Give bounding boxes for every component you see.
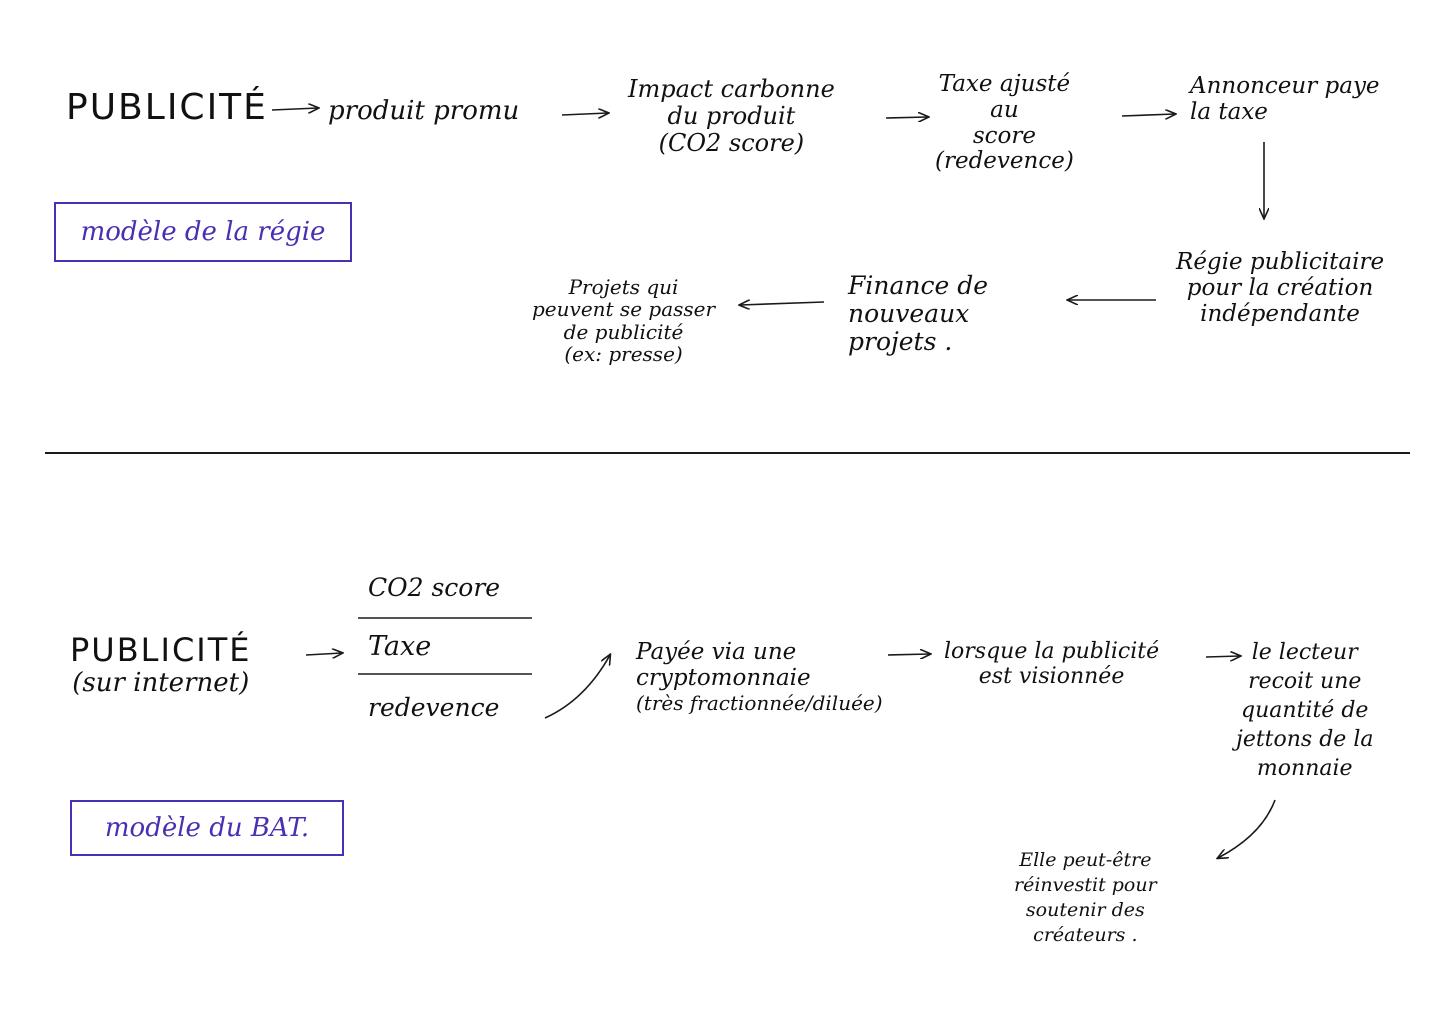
node-text: CO2 score	[368, 573, 501, 602]
label-box-text: modèle du BAT.	[104, 813, 310, 843]
node-text: au	[990, 96, 1019, 123]
node-text: nouveaux	[848, 299, 970, 328]
node-publicite-internet: PUBLICITÉ (sur internet)	[70, 631, 252, 698]
node-text: monnaie	[1256, 756, 1353, 782]
node-lecteur-recoit: le lecteur recoit une quantité de jetton…	[1236, 638, 1373, 783]
node-taxe-ajuste: Taxe ajusté au score (redevence)	[935, 71, 1074, 175]
node-projets-sans-pub: Projets qui peuvent se passer de publici…	[532, 276, 715, 366]
node-text: lorsque la publicité	[944, 639, 1160, 664]
node-text: soutenir des	[1025, 899, 1145, 922]
node-text: du produit	[667, 101, 796, 130]
node-finance-projets: Finance de nouveaux projets .	[848, 272, 988, 356]
node-text: Finance de	[848, 271, 988, 300]
node-impact-carbone: Impact carbonne du produit (CO2 score)	[628, 76, 835, 157]
node-text: le lecteur	[1251, 640, 1358, 665]
node-text: recoit une	[1248, 669, 1362, 695]
arrow-taxe-to-annonceur	[1121, 114, 1175, 116]
node-payee-crypto: Payée via une cryptomonnaie (très fracti…	[636, 639, 883, 715]
node-text: Payée via une	[636, 639, 797, 665]
stack-taxe: Taxe	[368, 631, 432, 662]
node-text: jettons de la	[1236, 727, 1374, 753]
node-produit-promu: produit promu	[328, 96, 520, 126]
node-text: cryptomonnaie	[636, 664, 811, 691]
arrow-pub-to-produit	[271, 108, 318, 110]
node-text: PUBLICITÉ	[70, 631, 252, 669]
section-divider	[45, 452, 1410, 454]
node-text: (sur internet)	[72, 667, 250, 698]
label-box-modele-bat: modèle du BAT.	[70, 800, 344, 856]
node-text: redevence	[368, 693, 500, 722]
arrow-lorsque-to-lecteur	[1205, 656, 1240, 657]
node-text: indépendante	[1200, 300, 1360, 327]
node-text: peuvent se passer	[532, 297, 716, 322]
node-text: Taxe	[368, 631, 432, 662]
node-publicite-top: PUBLICITÉ	[66, 87, 268, 128]
node-text: (ex: presse)	[564, 342, 683, 367]
node-text: réinvestit pour	[1014, 874, 1157, 897]
node-text: projets .	[848, 327, 953, 356]
node-text: produit promu	[328, 96, 520, 126]
node-text: Projets qui	[568, 275, 679, 299]
node-text: est visionnée	[978, 663, 1125, 689]
arrow-produit-to-impact	[561, 113, 608, 115]
arrow-lecteur-to-reinvestit	[1218, 799, 1276, 858]
node-text: créateurs .	[1033, 924, 1138, 947]
node-text: Annonceur paye	[1190, 73, 1380, 99]
stack-co2-score: CO2 score	[368, 574, 500, 602]
node-annonceur: Annonceur paye la taxe	[1190, 73, 1380, 126]
label-box-modele-regie: modèle de la régie	[54, 202, 352, 262]
node-text: Taxe ajusté	[938, 71, 1071, 97]
node-text: pour la création	[1186, 274, 1374, 301]
arrow-stack-to-payee	[544, 655, 610, 719]
node-text: (CO2 score)	[658, 128, 805, 157]
arrow-finance-to-projets	[740, 302, 825, 305]
node-text: Impact carbonne	[628, 75, 835, 103]
node-lorsque-visionnee: lorsque la publicité est visionnée	[944, 639, 1160, 689]
stack-redevence: redevence	[368, 694, 499, 722]
node-text: (redevence)	[935, 148, 1074, 175]
node-text: score	[972, 122, 1036, 149]
node-text: (très fractionnée/diluée)	[636, 690, 883, 715]
node-text: la taxe	[1190, 98, 1268, 125]
node-regie-publicitaire: Régie publicitaire pour la création indé…	[1176, 249, 1385, 327]
arrow-impact-to-taxe	[885, 117, 928, 118]
node-reinvestit: Elle peut-être réinvestit pour soutenir …	[1014, 848, 1157, 948]
node-text: quantité de	[1241, 698, 1369, 724]
node-text: Régie publicitaire	[1176, 249, 1385, 275]
node-text: de publicité	[563, 319, 684, 344]
arrow-payee-to-lorsque	[887, 654, 930, 655]
node-text: Elle peut-être	[1019, 849, 1152, 871]
arrow-pub2-to-stack	[305, 653, 342, 655]
node-text: PUBLICITÉ	[66, 87, 268, 128]
label-box-text: modèle de la régie	[80, 217, 326, 247]
